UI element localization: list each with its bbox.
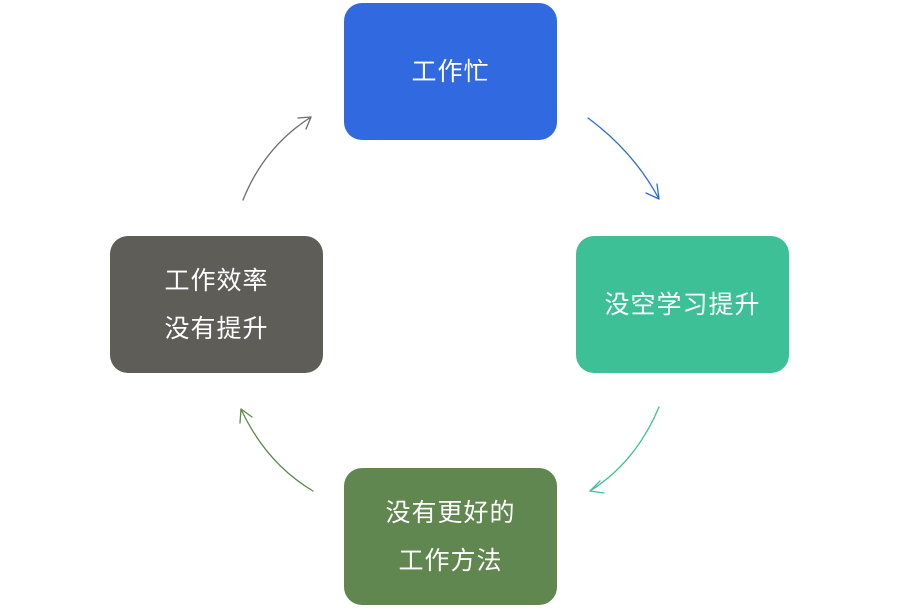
node-label-line: 没有更好的: [385, 497, 516, 527]
node-no-better-work-method: 没有更好的 工作方法: [344, 468, 557, 605]
arrow-right-to-bottom: [589, 406, 660, 494]
node-label-line: 没有提升: [164, 313, 269, 343]
node-efficiency-not-improved: 工作效率 没有提升: [110, 236, 323, 373]
arrow-left-to-top: [242, 116, 312, 201]
node-label-line: 工作效率: [164, 265, 269, 295]
node-label-line: 工作方法: [398, 545, 503, 575]
node-busy-with-work: 工作忙: [344, 3, 557, 140]
node-label-line: 没空学习提升: [604, 289, 761, 319]
arrow-bottom-to-left: [239, 408, 314, 492]
node-label-line: 工作忙: [411, 56, 490, 86]
arrow-top-to-right: [587, 117, 660, 200]
node-no-time-to-learn: 没空学习提升: [576, 236, 789, 373]
